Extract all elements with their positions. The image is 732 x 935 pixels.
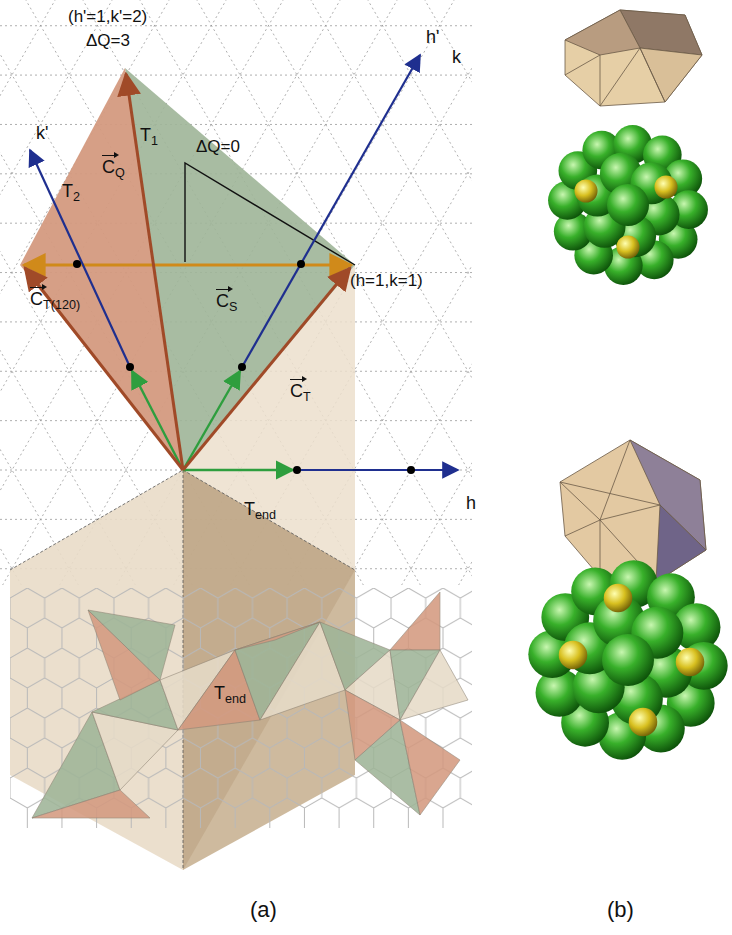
triangle-label: T1	[140, 126, 158, 146]
charge-label: ΔQ=3	[86, 32, 130, 51]
vector-label: CT(120)	[30, 290, 80, 310]
axis-label: h'	[426, 28, 439, 48]
triangle-label: Tend	[214, 684, 246, 704]
vector-label: CS	[216, 292, 237, 312]
vector-label: CQ	[102, 158, 125, 178]
charge-label: ΔQ=0	[196, 138, 240, 157]
vector-label: CT	[290, 382, 311, 402]
panel-label: (b)	[607, 898, 634, 922]
lattice-point-label: (h=1,k=1)	[350, 272, 423, 291]
triangle-label: Tend	[244, 500, 276, 520]
triangle-label: T2	[62, 182, 80, 202]
lattice-point-label: (h'=1,k'=2)	[68, 8, 147, 27]
panel-label: (a)	[250, 898, 277, 922]
axis-label: k'	[36, 124, 48, 144]
axis-label: h	[466, 494, 476, 514]
axis-label: k	[452, 48, 461, 68]
